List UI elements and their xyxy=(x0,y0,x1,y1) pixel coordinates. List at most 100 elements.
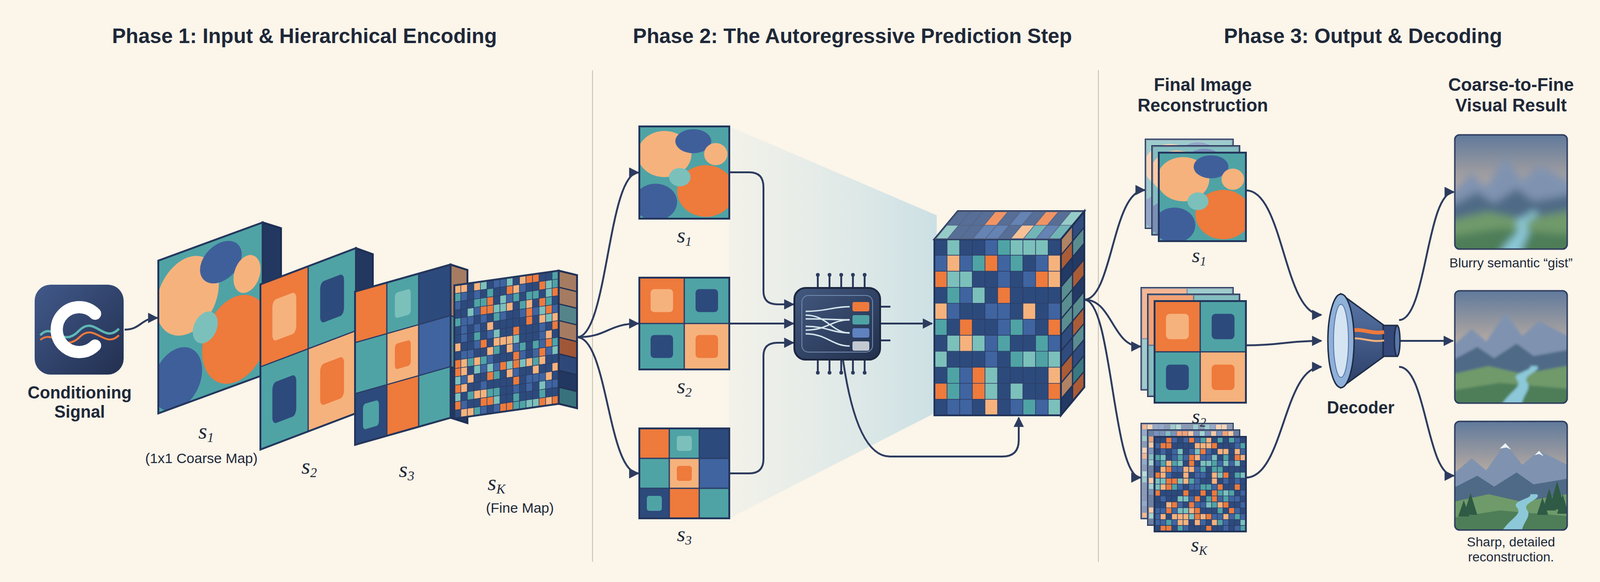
art-shape: s xyxy=(487,470,497,496)
art-shape xyxy=(545,304,553,315)
art-shape xyxy=(1497,211,1538,250)
art-shape xyxy=(539,305,546,316)
art-shape xyxy=(545,346,553,356)
art-shape xyxy=(1234,484,1241,491)
art-shape xyxy=(972,335,986,352)
art-shape xyxy=(1194,454,1200,461)
art-shape xyxy=(1228,443,1235,450)
art-shape xyxy=(1222,502,1229,509)
art-shape xyxy=(512,342,520,353)
art-shape: s xyxy=(1192,405,1200,429)
art-shape xyxy=(532,390,540,400)
art-shape xyxy=(1454,421,1568,531)
art-shape xyxy=(1228,508,1235,515)
art-shape xyxy=(703,142,728,165)
art-shape xyxy=(532,298,540,308)
art-shape xyxy=(260,248,356,450)
art-shape xyxy=(539,297,546,307)
art-shape xyxy=(474,381,481,392)
art-shape xyxy=(539,372,546,382)
art-shape xyxy=(1206,454,1212,461)
art-shape xyxy=(1035,351,1049,368)
art-shape xyxy=(1060,211,1085,416)
art-shape: 3 xyxy=(407,468,415,484)
context-map: s3 xyxy=(639,428,730,519)
art-shape xyxy=(512,326,520,336)
art-shape xyxy=(1194,508,1200,515)
art-shape xyxy=(506,377,513,387)
art-shape xyxy=(480,355,488,366)
scale-map: s3 xyxy=(355,264,468,445)
art-shape xyxy=(355,385,387,445)
art-shape xyxy=(320,273,345,325)
art-shape xyxy=(506,352,513,362)
art-shape xyxy=(1556,494,1568,514)
art-shape xyxy=(532,373,540,383)
art-shape xyxy=(1217,513,1223,520)
attention-funnel xyxy=(729,126,937,519)
art-shape xyxy=(487,313,494,323)
art-shape xyxy=(493,303,501,314)
art-shape xyxy=(480,339,488,349)
art-shape xyxy=(499,394,507,405)
art-shape xyxy=(1206,484,1212,491)
art-shape xyxy=(1183,472,1189,479)
art-shape xyxy=(512,334,520,344)
flow-arrow xyxy=(1245,367,1322,479)
art-shape xyxy=(480,380,488,391)
art-shape xyxy=(972,287,986,304)
art-shape xyxy=(467,332,475,342)
result-image: Sharp, detailed reconstruction. xyxy=(1454,421,1568,531)
art-shape xyxy=(558,270,578,409)
art-shape xyxy=(467,374,475,384)
art-shape xyxy=(1177,508,1184,515)
art-shape xyxy=(519,383,526,393)
node-label: s2 xyxy=(301,453,317,481)
art-shape xyxy=(34,284,124,375)
art-shape xyxy=(152,220,269,419)
node-label: s1 xyxy=(676,222,692,250)
art-shape xyxy=(525,340,533,351)
art-shape xyxy=(525,332,533,342)
art-shape: K xyxy=(496,481,506,497)
art-shape xyxy=(467,365,475,376)
node-label: s2 xyxy=(676,373,692,400)
art-shape xyxy=(997,255,1011,272)
art-shape xyxy=(1022,399,1036,416)
art-shape xyxy=(1177,502,1184,509)
art-shape xyxy=(460,333,468,343)
art-shape xyxy=(1206,496,1212,503)
art-shape xyxy=(839,370,844,375)
art-shape xyxy=(1154,437,1246,532)
art-shape xyxy=(1010,399,1023,416)
art-shape xyxy=(1022,271,1036,288)
art-shape xyxy=(386,273,419,334)
art-shape xyxy=(545,379,553,390)
art-shape xyxy=(1454,134,1568,250)
art-shape xyxy=(418,264,451,325)
chip-flows xyxy=(805,306,850,347)
art-shape xyxy=(1160,490,1166,497)
art-shape xyxy=(460,291,468,302)
art-shape xyxy=(1206,508,1212,515)
art-shape xyxy=(669,428,700,459)
art-shape xyxy=(862,370,867,375)
art-shape xyxy=(454,384,461,394)
art-shape xyxy=(959,255,973,272)
art-shape: 3 xyxy=(685,533,692,548)
art-shape xyxy=(519,300,526,310)
art-shape xyxy=(639,126,730,219)
art-shape xyxy=(552,295,559,305)
art-shape xyxy=(1035,399,1049,416)
art-shape xyxy=(1206,478,1212,485)
art-shape xyxy=(699,488,730,519)
art-shape xyxy=(699,428,730,459)
art-shape xyxy=(1048,287,1061,304)
art-shape xyxy=(1048,399,1061,416)
art-shape xyxy=(525,307,533,318)
art-shape xyxy=(460,392,468,402)
art-shape xyxy=(1194,443,1200,450)
art-shape xyxy=(1048,271,1061,288)
art-shape xyxy=(639,488,670,519)
art-shape xyxy=(1211,313,1235,340)
